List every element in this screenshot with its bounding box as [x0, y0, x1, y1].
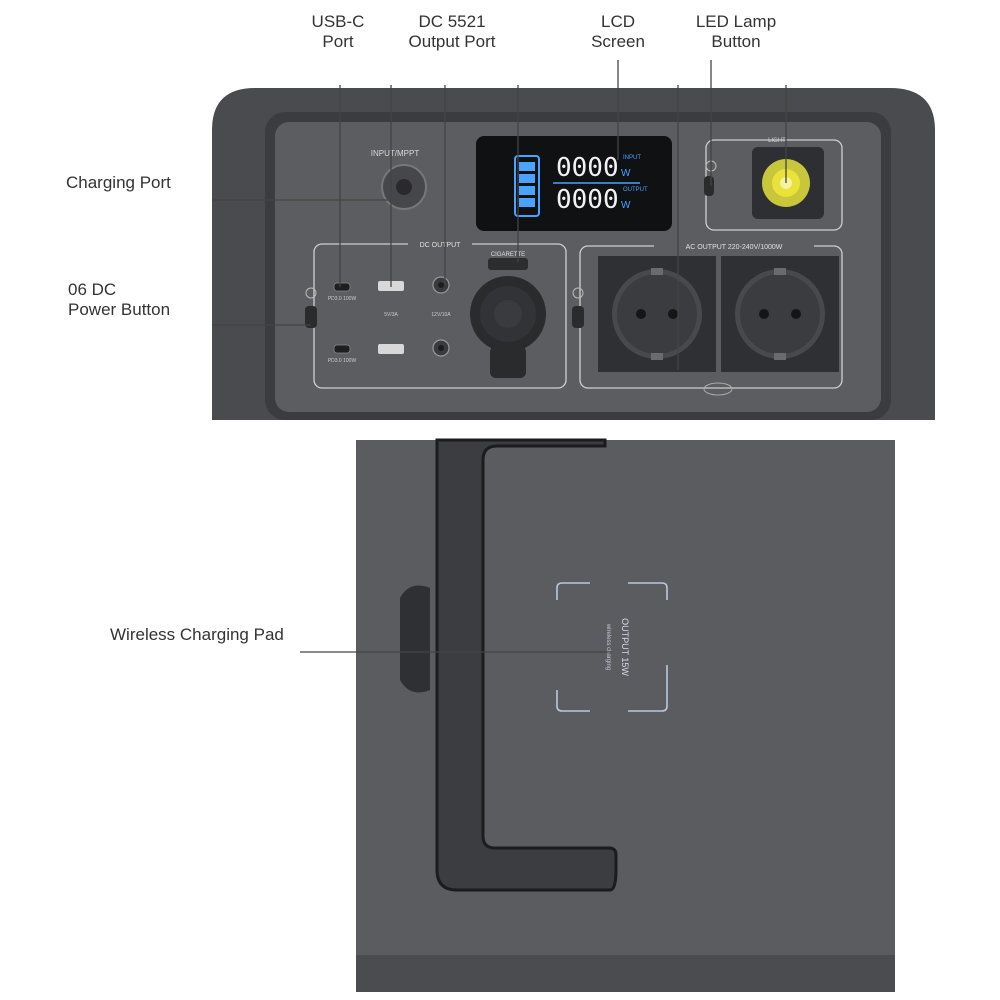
- lcd-screen: 0000 0000 W W INPUT OUTPUT: [476, 136, 672, 231]
- callout-lcd-line1: LCD: [600, 12, 635, 31]
- usb-c-bottom-label: PD3.0 100W: [328, 358, 357, 364]
- side-grip: [400, 585, 430, 693]
- charging-port[interactable]: [381, 164, 427, 210]
- lcd-input-tag: INPUT: [623, 155, 641, 161]
- dc5521-label: 12V/10A: [431, 312, 451, 318]
- ac-output-label: AC OUTPUT 220-240V/1000W: [686, 244, 783, 251]
- lcd-unit-bottom: W: [621, 200, 631, 211]
- callout-dc5521-line2: Output Port: [408, 32, 496, 51]
- cigarette-socket[interactable]: [470, 258, 546, 378]
- callout-led-line1: LED Lamp: [695, 12, 777, 31]
- callout-wireless-charging-pad: Wireless Charging Pad: [110, 625, 284, 644]
- cigarette-label: CIGARETTE: [491, 252, 525, 258]
- usb-a-label: 5V/3A: [384, 312, 398, 318]
- callout-dc-power-line2: Power Button: [68, 300, 171, 319]
- callout-usb-c-port: USB-C Port: [296, 12, 380, 52]
- ac-outlet-right[interactable]: [721, 256, 839, 372]
- callout-led-line2: Button: [711, 32, 761, 51]
- leader-lines: [212, 60, 787, 653]
- callout-charging-port: Charging Port: [66, 173, 171, 192]
- lcd-output-tag: OUTPUT: [623, 187, 648, 193]
- callout-dc5521-line1: DC 5521: [418, 12, 486, 31]
- wireless-pad-subtext: wireless charging: [605, 623, 611, 670]
- usb-a-port-bottom[interactable]: [378, 344, 404, 354]
- lcd-unit-top: W: [621, 168, 631, 179]
- wireless-charging-pad[interactable]: OUTPUT 15W wireless charging: [556, 582, 668, 712]
- carry-handle[interactable]: [435, 438, 618, 892]
- usb-c-port-bottom[interactable]: [333, 344, 351, 354]
- callout-usb-c-line2: Port: [322, 32, 354, 51]
- ac-indicator-icon: [703, 382, 733, 396]
- ac-outlet-left[interactable]: [598, 256, 716, 372]
- dc-output-label: DC OUTPUT: [420, 242, 462, 249]
- lcd-input-value: 0000: [556, 153, 619, 183]
- callout-dc5521-port: DC 5521 Output Port: [386, 12, 518, 52]
- callout-dc-power-line1: 06 DC: [68, 280, 117, 299]
- input-mppt-label: INPUT/MPPT: [371, 149, 420, 158]
- led-lamp: [752, 147, 824, 219]
- callout-lcd-line2: Screen: [591, 32, 645, 51]
- dc-power-button[interactable]: [305, 287, 317, 328]
- lcd-output-value: 0000: [556, 185, 619, 215]
- callout-dc-power-button: 06 DC Power Button: [68, 280, 170, 320]
- wireless-pad-text: OUTPUT 15W: [620, 618, 630, 676]
- side-unit-base: [356, 955, 895, 992]
- dc5521-port-top[interactable]: [432, 276, 450, 294]
- usb-c-port-top[interactable]: [333, 282, 351, 292]
- dc5521-port-bottom[interactable]: [432, 339, 450, 357]
- usb-c-top-label: PD3.0 100W: [328, 296, 357, 302]
- light-label: LIGHT: [768, 138, 786, 144]
- callout-usb-c-line1: USB-C: [311, 12, 365, 31]
- callout-led-lamp-button: LED Lamp Button: [672, 12, 800, 52]
- callout-lcd-screen: LCD Screen: [576, 12, 660, 52]
- ac-power-button[interactable]: [572, 287, 584, 328]
